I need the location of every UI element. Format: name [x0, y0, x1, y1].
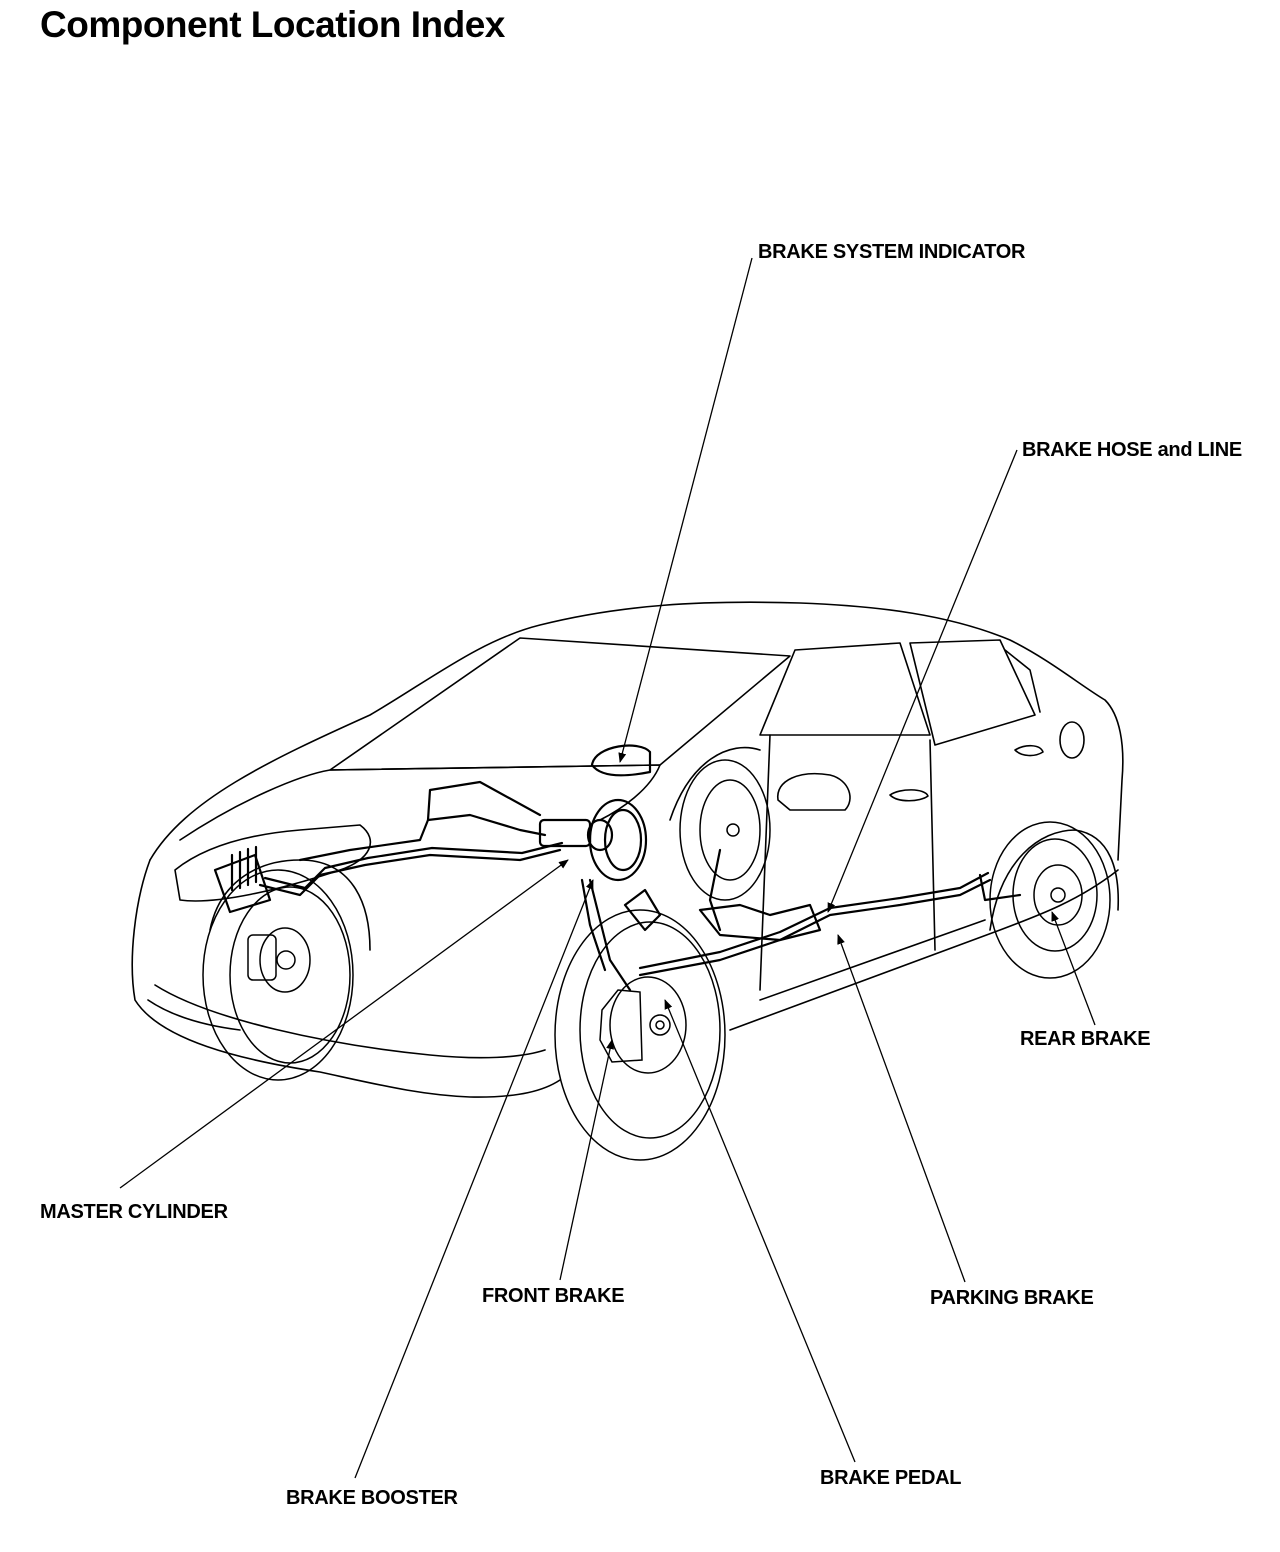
leader-master-cylinder [119, 859, 569, 1189]
abs-modulator [213, 853, 272, 914]
rear-door-handle [1014, 744, 1044, 757]
leader-brake-booster [354, 879, 594, 1479]
front-side-window [759, 642, 931, 736]
page-title: Component Location Index [40, 4, 505, 45]
front-left-wheel [554, 909, 726, 1161]
leader-brake-pedal [664, 999, 856, 1463]
headlight [174, 824, 372, 902]
rear-wheel-arch [989, 829, 1120, 931]
fog-lamp-line [147, 999, 241, 1031]
label-brake-system-indicator: BRAKE SYSTEM INDICATOR [758, 241, 1026, 263]
leader-parking-brake [837, 934, 966, 1283]
label-brake-pedal: BRAKE PEDAL [820, 1467, 962, 1489]
brake-booster [588, 798, 648, 882]
leader-rear-brake [1051, 911, 1096, 1026]
pedal-assembly [623, 888, 662, 932]
label-front-brake: FRONT BRAKE [482, 1285, 625, 1307]
door-b-pillar [929, 739, 936, 951]
master-cylinder [538, 818, 614, 852]
label-rear-brake: REAR BRAKE [1020, 1028, 1151, 1050]
rear-left-wheel [989, 821, 1111, 979]
leader-lines [119, 257, 1096, 1479]
car-body [131, 601, 1124, 1098]
left-front-wheel-arch [669, 746, 761, 821]
parking-brake-assembly [698, 903, 822, 942]
rear-side-window [909, 639, 1036, 746]
side-mirror [777, 773, 851, 811]
lower-grille [154, 984, 546, 1059]
leader-front-brake [559, 1039, 615, 1281]
front-wheel-arch [209, 859, 371, 951]
front-door-handle [889, 789, 929, 802]
hood [179, 764, 661, 841]
windshield [329, 637, 791, 771]
leader-brake-hose-and-line [827, 449, 1018, 913]
sill-line [759, 919, 986, 1001]
front-bumper [131, 859, 561, 1098]
label-parking-brake: PARKING BRAKE [930, 1287, 1094, 1309]
rear-right-wheel [679, 759, 771, 901]
label-brake-hose-and-line: BRAKE HOSE and LINE [1022, 439, 1242, 461]
brake-lines [213, 744, 1022, 992]
gauge-cluster [590, 744, 652, 777]
roof-outline [149, 601, 1124, 861]
label-brake-booster: BRAKE BOOSTER [286, 1487, 458, 1509]
wheels [202, 759, 1111, 1161]
leader-brake-system-indicator [618, 257, 753, 763]
rocker-panel [729, 869, 1119, 1031]
rear-quarter-window [1004, 649, 1041, 713]
label-master-cylinder: MASTER CYLINDER [40, 1201, 228, 1223]
fuel-door [1059, 721, 1085, 759]
